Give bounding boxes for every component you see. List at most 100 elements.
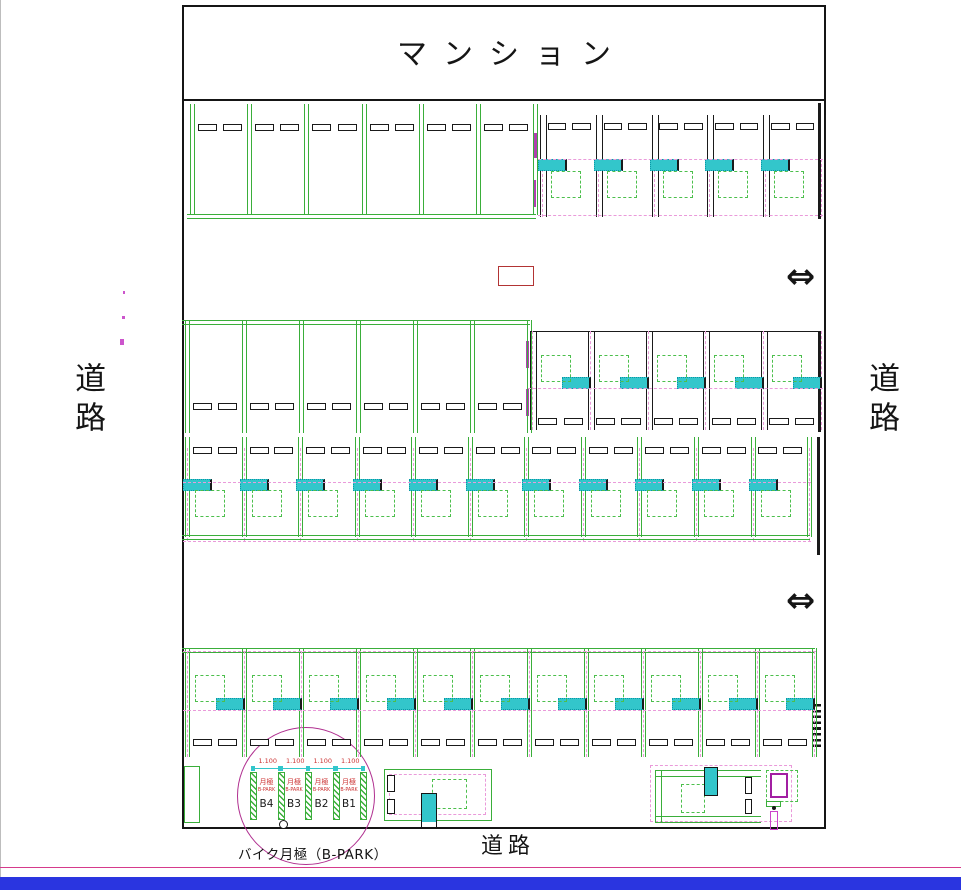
wheel-stop-dash — [389, 739, 409, 746]
guide-line-v — [695, 448, 697, 541]
guide-line-v — [356, 448, 358, 541]
c-stall-bottom-arm — [655, 816, 761, 823]
guide-line-v — [413, 448, 415, 541]
wheel-stop-dash — [223, 124, 243, 131]
stall-marker-square — [534, 490, 565, 517]
stall-divider — [807, 437, 812, 537]
wheel-stop-dash — [659, 123, 679, 130]
wheel-stop-dash — [312, 124, 332, 131]
stall-marker-square — [480, 675, 510, 702]
wheel-stop-dash — [426, 124, 446, 131]
wheel-stop-dash — [795, 123, 815, 130]
stall-marker-square — [594, 675, 624, 702]
bike-slot-number: B2 — [314, 798, 329, 810]
wheel-stop-dash — [788, 739, 808, 746]
wheel-stop-dash — [274, 447, 294, 454]
guide-line-v — [821, 159, 822, 217]
stall-marker-square — [681, 784, 705, 813]
wheel-stop-dash — [617, 739, 637, 746]
bike-dim-dot — [250, 766, 255, 771]
magenta-bracket — [534, 133, 537, 158]
wheel-stop-dash — [444, 447, 463, 454]
wheel-stop-dash — [783, 447, 803, 454]
wheel-stop-dash — [769, 418, 789, 425]
guide-line-v — [809, 448, 810, 541]
stall-marker-square — [662, 171, 693, 198]
stall-end-line — [182, 535, 810, 540]
wheel-stop-dash — [684, 123, 703, 130]
c-stall-guide — [650, 765, 792, 822]
bike-slot-brand-label: B-PARK — [257, 788, 276, 793]
bike-slot-brand-label: B-PARK — [340, 788, 358, 793]
left-edge-line — [0, 0, 1, 877]
stall-marker-square — [760, 490, 791, 517]
wheel-stop-dash — [711, 418, 731, 425]
car-stop-cyan — [593, 159, 623, 171]
bike-slot-brand-label: B-PARK — [312, 788, 331, 793]
stall-marker-square — [251, 490, 282, 517]
bike-dim-label: 1.100 — [340, 757, 360, 765]
wheel-stop-dash — [218, 739, 238, 746]
bike-dim-dot — [333, 766, 338, 771]
guide-line-v — [765, 159, 767, 217]
guide-line-v — [597, 159, 599, 217]
guide-line-h — [538, 215, 823, 216]
magenta-dot — [123, 291, 125, 294]
reference-red-box — [498, 266, 534, 286]
wheel-stop-dash — [332, 739, 352, 746]
stall-end-line — [187, 214, 536, 219]
stall-divider — [247, 104, 253, 215]
guide-line-h — [183, 710, 816, 711]
guide-line-v — [300, 448, 302, 541]
guide-line-h — [538, 159, 823, 160]
wheel-stop-dash — [572, 123, 592, 130]
wheel-stop-dash — [645, 447, 665, 454]
wheel-stop-dash — [475, 447, 495, 454]
stall-divider — [530, 331, 537, 430]
wheel-stop-dash — [592, 739, 612, 746]
wheel-stop-dash — [794, 418, 814, 425]
wheel-stop-dash — [193, 403, 213, 410]
wheel-stop-dash — [337, 124, 357, 131]
wheel-stop-dash — [509, 124, 529, 131]
wheel-stop-dash — [649, 739, 669, 746]
bike-dim-dot — [305, 766, 310, 771]
guide-line-v — [639, 448, 641, 541]
wheel-stop-dash — [193, 739, 213, 746]
wheel-stop-dash — [421, 403, 441, 410]
wheel-stop-dash — [362, 447, 382, 454]
stall-marker-square — [772, 355, 803, 382]
c-stall-left-wall — [655, 770, 662, 822]
wheel-stop-dash — [421, 739, 441, 746]
stall-marker-square — [432, 779, 467, 809]
wheel-stop-dash — [595, 418, 616, 425]
wheel-stop-dash — [503, 739, 523, 746]
stall-marker-square — [590, 490, 621, 517]
wheel-stop-dash — [478, 739, 498, 746]
wheel-stop-dash — [674, 739, 694, 746]
magenta-bracket — [533, 180, 536, 207]
wheel-stop-dash — [715, 123, 734, 130]
wheel-stop-dash — [255, 124, 275, 131]
side-stall-guide — [389, 774, 486, 815]
car-stop-cyan — [705, 159, 735, 171]
stall-marker-square — [477, 490, 508, 517]
wheel-stop-dash — [532, 447, 552, 454]
car-stop-cyan — [421, 793, 437, 823]
wheel-stop-dash — [306, 447, 325, 454]
stall-marker-square — [598, 355, 629, 382]
stall-marker-square — [774, 171, 805, 198]
wheel-stop-dash — [332, 403, 352, 410]
guide-line-v — [532, 331, 533, 430]
wheel-stop-dash — [653, 418, 673, 425]
wheel-stop-dash — [628, 123, 647, 130]
stall-divider — [470, 320, 475, 433]
stall-marker-square — [606, 171, 637, 198]
wheel-stop-dash — [218, 403, 238, 410]
road-label-left: 道路 — [69, 362, 106, 440]
wheel-stop-dash — [739, 123, 759, 130]
bike-slot-tenure-label: 月極 — [259, 778, 274, 786]
wheel-stop-dash — [275, 403, 295, 410]
wheel-stop-dash — [369, 124, 389, 131]
wheel-stop-dash — [307, 403, 327, 410]
